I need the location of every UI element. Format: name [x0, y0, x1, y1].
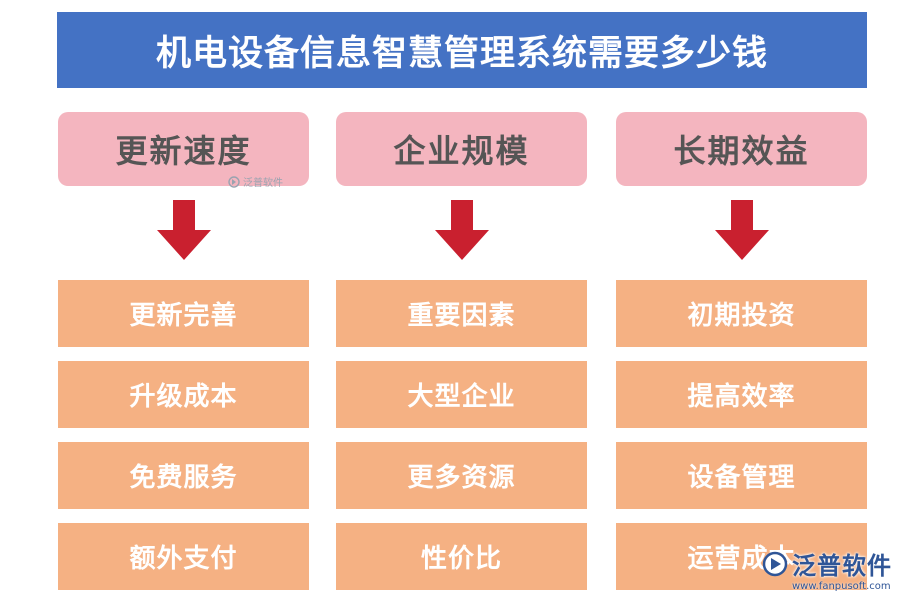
- brand-logo-icon: [762, 551, 788, 576]
- item-label: 升级成本: [129, 382, 238, 412]
- list-item: 免费服务: [58, 442, 309, 509]
- column-header: 更新速度 泛普软件: [58, 112, 309, 189]
- list-item: 大型企业: [336, 361, 587, 428]
- column-header: 企业规模: [336, 112, 587, 186]
- brand-logo-icon: [228, 175, 240, 188]
- list-item: 额外支付: [58, 523, 309, 590]
- list-item: 重要因素: [336, 280, 587, 347]
- item-label: 大型企业: [407, 382, 516, 412]
- down-arrow-icon: [156, 200, 211, 260]
- item-label: 更多资源: [407, 463, 516, 493]
- list-item: 运营成本: [616, 523, 867, 590]
- item-label: 免费服务: [129, 463, 238, 493]
- small-watermark: 泛普软件: [228, 174, 283, 189]
- down-arrow-icon: [714, 200, 769, 260]
- brand-logo-url: www.fanpusoft.com: [792, 581, 891, 592]
- item-label: 额外支付: [129, 544, 238, 574]
- list-item: 提高效率: [616, 361, 867, 428]
- down-arrow-icon: [434, 200, 489, 260]
- column-update-speed: 更新速度 泛普软件 更新完善 升级成本 免费服务 额外支付: [58, 112, 309, 600]
- column-long-term-benefit: 长期效益 初期投资 提高效率 设备管理 运营成本: [616, 112, 867, 600]
- small-watermark-text: 泛普软件: [243, 178, 283, 189]
- item-label: 设备管理: [687, 463, 796, 493]
- item-label: 提高效率: [687, 382, 796, 412]
- item-label: 初期投资: [687, 301, 796, 331]
- item-label: 更新完善: [129, 301, 238, 331]
- list-item: 性价比: [336, 523, 587, 590]
- column-enterprise-scale: 企业规模 重要因素 大型企业 更多资源 性价比: [336, 112, 587, 600]
- column-header-label: 长期效益: [673, 132, 810, 170]
- page-title: 机电设备信息智慧管理系统需要多少钱: [155, 33, 768, 74]
- brand-logo: 泛普软件 www.fanpusoft.com: [762, 546, 892, 592]
- brand-logo-name: 泛普软件: [792, 552, 892, 580]
- column-header-label: 更新速度: [115, 132, 252, 170]
- list-item: 更新完善: [58, 280, 309, 347]
- item-label: 性价比: [420, 544, 502, 574]
- column-header: 长期效益: [616, 112, 867, 186]
- list-item: 升级成本: [58, 361, 309, 428]
- list-item: 初期投资: [616, 280, 867, 347]
- title-banner: 机电设备信息智慧管理系统需要多少钱: [57, 12, 867, 88]
- list-item: 设备管理: [616, 442, 867, 509]
- column-header-label: 企业规模: [393, 132, 530, 170]
- item-label: 重要因素: [407, 301, 516, 331]
- list-item: 更多资源: [336, 442, 587, 509]
